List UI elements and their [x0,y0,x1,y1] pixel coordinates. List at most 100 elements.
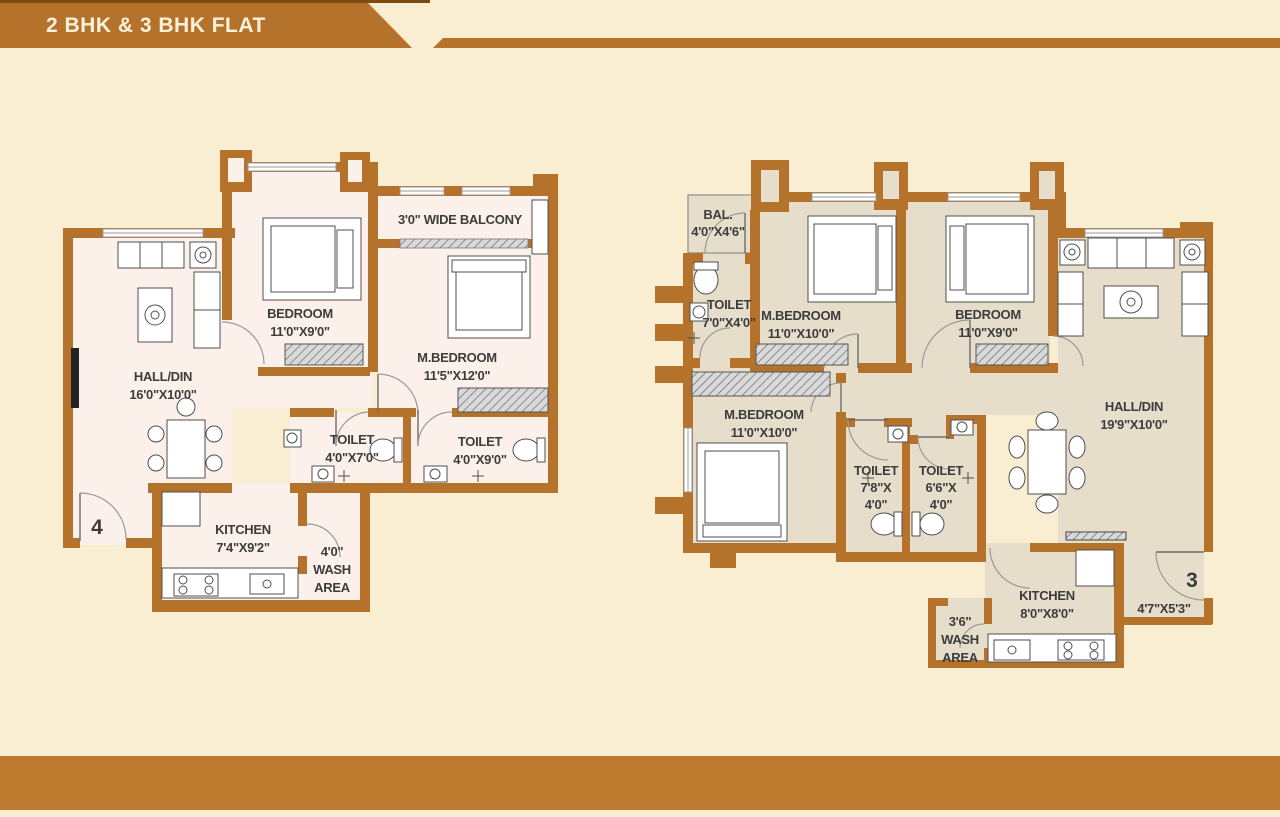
wc [919,512,945,536]
wc [870,512,898,536]
bedroom-dims: 11'0"X9'0" [958,325,1018,340]
kitchen-dims: 7'4"X9'2" [216,540,270,555]
floor-plan-3bhk: BAL. 4'0"X4'6" TOILET 7'0"X4'0" M.BEDROO… [655,160,1213,668]
wash-line2: AREA [942,650,979,665]
dining-chair [1068,435,1086,459]
bedroom-furniture [262,217,364,366]
kitchen-door-arc [989,547,1031,589]
tv-unit [71,348,79,408]
walls-3bhk [655,160,1213,668]
labels-2bhk: HALL/DIN 16'0"X10'0" BEDROOM 11'0"X9'0" … [91,212,523,595]
dining-chair [147,425,165,443]
toilet2-door-arc [417,411,453,447]
hall-label: HALL/DIN [1105,399,1163,414]
wc-tank [893,511,903,537]
sofa [1087,237,1175,269]
master-dims: 11'5"X12'0" [424,368,491,383]
balcony-floor [378,196,553,240]
kitchen-furniture-3bhk [987,549,1117,663]
wc-tank [693,261,719,271]
wardrobe [691,371,831,397]
master-top-furniture [755,215,897,366]
kitchen-furniture-2bhk [161,491,299,599]
column-core [348,160,362,182]
doors-2bhk [79,321,453,558]
dining-chair [1008,466,1026,490]
kitchen-counter [987,633,1117,663]
sink [249,573,285,595]
balcony-label: 3'0" WIDE BALCONY [398,212,523,227]
wash-door-arc [959,623,985,649]
hall-furniture [71,241,223,479]
column-core [761,170,779,202]
wash-dims: 4'0" [321,544,344,559]
entry-dims: 4'7"X5'3" [1137,601,1191,616]
bedroom-door-arc [921,319,971,369]
basin [311,465,335,483]
toilet1-door-arc [847,419,889,461]
column [533,174,558,196]
dining-chair [147,454,165,472]
bedroom-door-arc [221,321,265,365]
toilet1-dims-a: 7'8"X [861,480,893,495]
master-door-arc [377,373,419,415]
toilet-top-door-arc [699,327,731,359]
balcony-floor [688,196,752,253]
pillow [702,524,782,538]
dining-table [166,419,206,479]
title-banner: 2 BHK & 3 BHK FLAT [0,3,412,48]
wc [512,438,540,462]
column-core [883,171,899,199]
wc-tank [393,437,403,463]
pillow [949,225,965,291]
walls-2bhk [63,150,558,612]
toilet1-label: TOILET [330,432,375,447]
unit-number-4: 4 [91,516,103,539]
hall-label: HALL/DIN [134,369,192,384]
sofa [117,241,185,269]
dining-chair [1008,435,1026,459]
toilet2-dims-a: 6'6"X [926,480,958,495]
sink [993,639,1031,661]
labels-3bhk: BAL. 4'0"X4'6" TOILET 7'0"X4'0" M.BEDROO… [691,207,1198,665]
bedroom-furniture-3bhk [945,215,1049,366]
pillow [451,259,527,273]
bal-label: BAL. [703,207,732,222]
toilet2-door-arc [917,436,951,470]
bal-dims: 4'0"X4'6" [691,224,745,239]
toilet-fixtures-3bhk [688,261,974,537]
fridge [161,491,201,527]
balcony-door-arc [704,212,746,254]
basin [950,419,974,436]
dining-chair [176,397,196,417]
master-bottom-label: M.BEDROOM [724,407,804,422]
bedroom-dims: 11'0"X9'0" [270,324,330,339]
page-title: 2 BHK & 3 BHK FLAT [46,13,266,37]
master-bottom-furniture [691,371,831,542]
dining-chair [205,454,223,472]
stove [173,573,219,597]
hall-dims: 16'0"X10'0" [129,387,196,402]
tv-shelf [1065,531,1127,541]
wash-line2: AREA [314,580,351,595]
windows-3bhk [683,192,1164,493]
toilet-fixtures-2bhk [283,429,546,483]
hall-dims: 19'9"X10'0" [1100,417,1167,432]
wc-tank [536,437,546,463]
dining-chair [205,425,223,443]
entry-door-arc [79,492,127,540]
corner-table [189,241,217,269]
bedroom-label: BEDROOM [267,306,333,321]
unit-number-3: 3 [1186,569,1198,592]
toilet-top-dims: 7'0"X4'0" [702,315,756,330]
kitchen-label: KITCHEN [1019,588,1075,603]
wash-line1: WASH [313,562,351,577]
bottom-band [0,756,1280,810]
wash-door-arc [306,523,341,558]
toilet2-label: TOILET [458,434,503,449]
wardrobe [755,343,849,366]
bedside-unit [531,199,549,255]
toilet2-dims-b: 4'0" [930,497,953,512]
wardrobe [284,343,364,366]
toilet2-dims: 4'0"X9'0" [453,452,507,467]
